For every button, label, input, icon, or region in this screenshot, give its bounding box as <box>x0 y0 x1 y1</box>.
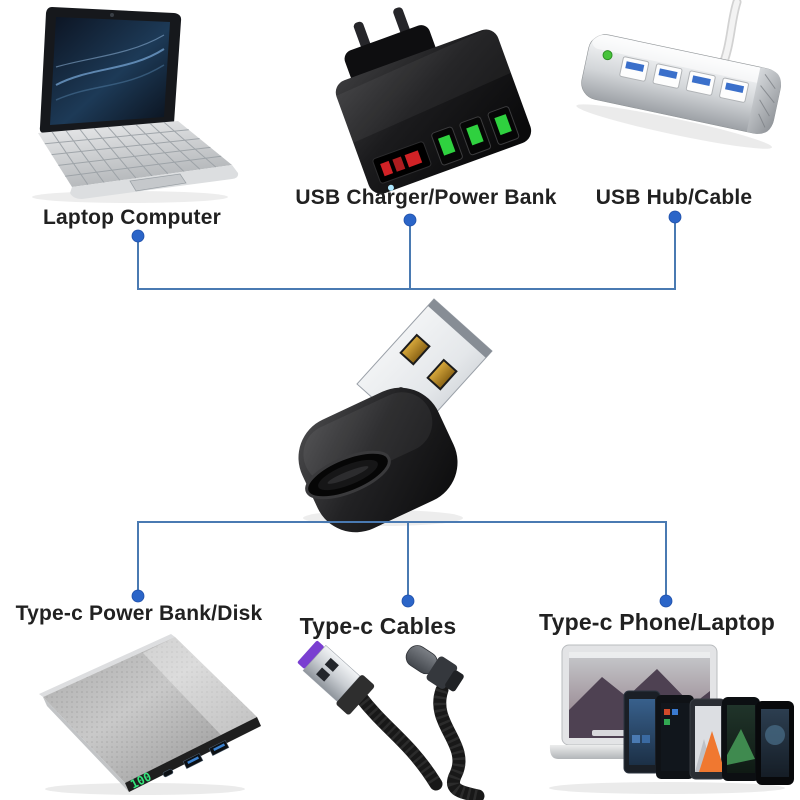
power-bank-ports <box>162 739 230 778</box>
usb-c-adapter-image <box>258 290 543 533</box>
label-type-c-phone: Type-c Phone/Laptop <box>539 609 775 635</box>
usb-a-cable-plug <box>297 641 375 715</box>
label-laptop-computer: Laptop Computer <box>43 206 221 229</box>
hub-power-led <box>602 50 613 61</box>
laptop-computer-icon <box>32 7 239 203</box>
charger-led-display <box>372 141 432 191</box>
type-c-devices-icon <box>549 644 794 794</box>
label-type-c-cables: Type-c Cables <box>299 613 457 639</box>
type-c-cables-icon <box>297 641 485 800</box>
laptop-computer-image <box>10 5 240 205</box>
power-bank-image: 100 <box>25 625 270 795</box>
usb-hub-icon <box>576 0 782 149</box>
usb-c-cable-plug <box>405 645 464 692</box>
connector-dot <box>131 589 145 603</box>
connector-dot <box>659 594 673 608</box>
label-usb-hub: USB Hub/Cable <box>595 186 753 209</box>
hub-usb-ports <box>619 56 749 103</box>
usb-charger-image <box>300 7 550 194</box>
usb-c-adapter-icon <box>298 298 493 533</box>
connector-dot <box>668 210 682 224</box>
type-c-cables-image <box>282 638 485 800</box>
power-bank-icon: 100 <box>39 634 261 795</box>
bottom-bracket <box>137 521 667 601</box>
label-usb-charger: USB Charger/Power Bank <box>295 186 557 209</box>
connector-dot <box>403 213 417 227</box>
type-c-devices-image <box>532 635 797 797</box>
power-bank-front-edge <box>125 717 261 792</box>
usb-hub-image <box>570 0 800 190</box>
charger-body <box>335 29 532 194</box>
type-c-phones <box>623 690 794 785</box>
connector-dot <box>131 229 145 243</box>
usb-c-port <box>305 450 391 500</box>
usb-a-cable <box>353 689 443 791</box>
usb-charger-icon <box>335 7 532 194</box>
connector-dot <box>401 594 415 608</box>
label-type-c-power-bank: Type-c Power Bank/Disk <box>15 602 263 625</box>
charger-usb-ports <box>431 106 520 166</box>
